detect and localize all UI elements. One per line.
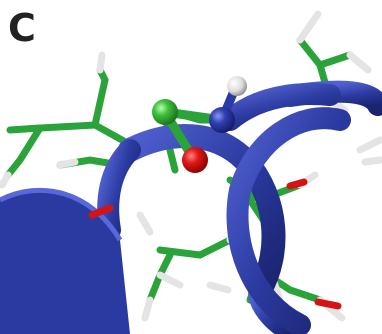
panel-label: C [8, 6, 36, 50]
helix-backbone [97, 80, 382, 334]
beta-sheet-ribbon [0, 190, 130, 334]
oxygen-atom [182, 147, 208, 173]
carbon-atom [152, 99, 178, 125]
beta-sheet-edge [0, 187, 123, 242]
nitrogen-atom [209, 107, 235, 133]
oxygen-bonds [88, 178, 342, 310]
hydrogen-atom [227, 76, 247, 96]
